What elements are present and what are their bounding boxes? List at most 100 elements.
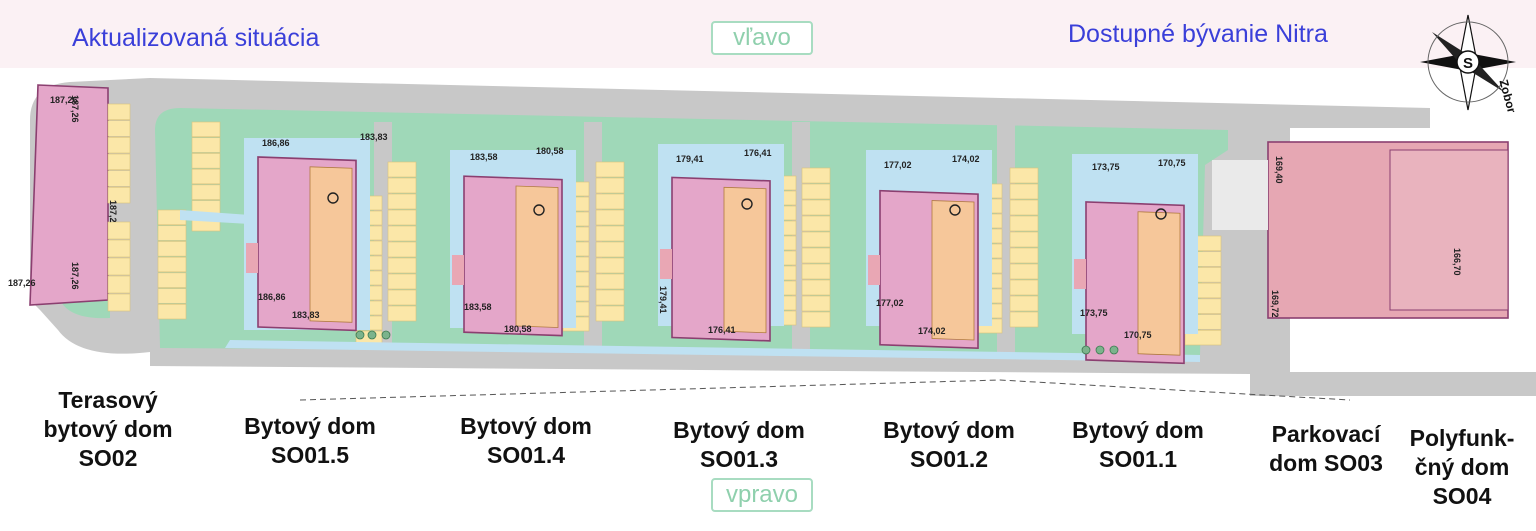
direction-top-badge: vľavo — [711, 21, 813, 55]
building-label-line: SO01.4 — [487, 442, 565, 468]
terrace-building-SO02 — [29, 84, 109, 306]
stair-marker-2 — [949, 204, 961, 216]
parking-stall — [1009, 183, 1039, 200]
parking-stall — [801, 263, 831, 280]
parking-stall — [801, 167, 831, 184]
parking-stall — [1009, 295, 1039, 312]
stair-marker-4 — [533, 204, 545, 216]
tree-4 — [1081, 345, 1091, 355]
parking-stall — [191, 153, 221, 169]
parking-stall — [107, 293, 131, 312]
building-label-line: SO01.3 — [700, 446, 778, 472]
parking-stall — [801, 311, 831, 328]
elevation-label: 183,83 — [292, 310, 320, 320]
path-link — [180, 210, 250, 224]
parking-stall — [387, 241, 417, 258]
building-label-line: SO01.2 — [910, 446, 988, 472]
parking-stall — [1009, 247, 1039, 264]
side-annex-5 — [246, 243, 258, 273]
parking-stall — [595, 289, 625, 306]
parking-stall — [1009, 167, 1039, 184]
elevation-label: 186,86 — [258, 292, 286, 302]
building-label-7: Parkovací dom SO03 — [1258, 420, 1394, 478]
elevation-label: 169,72 — [1270, 290, 1280, 318]
side-annex-4 — [452, 255, 464, 285]
parking-stall — [801, 295, 831, 312]
parking-stall — [595, 225, 625, 242]
parking-stall — [387, 289, 417, 306]
parking-stall — [387, 257, 417, 274]
building-label-line: SO01.5 — [271, 442, 349, 468]
parking-strip-row-1 — [387, 161, 417, 322]
elevation-label: 187,26 — [70, 262, 80, 290]
stair-marker-5 — [327, 192, 339, 204]
elevation-label: 179,41 — [676, 154, 704, 164]
parking-stall — [107, 275, 131, 294]
lawn-corner — [60, 300, 110, 319]
parking-stall — [387, 273, 417, 290]
parking-stall — [801, 199, 831, 216]
elevation-label: 176,41 — [744, 148, 772, 158]
parking-stall — [191, 121, 221, 138]
parking-stall — [1009, 279, 1039, 296]
parking-stall — [387, 305, 417, 322]
tree-5 — [1095, 345, 1105, 355]
parking-stall — [107, 187, 131, 204]
elevation-label: 187,26 — [8, 278, 36, 288]
building-label-line: SO02 — [78, 445, 138, 471]
building-label-line: Parkovací — [1271, 421, 1381, 447]
stair-core-2 — [931, 200, 975, 341]
parking-stall — [595, 161, 625, 178]
parking-stall — [107, 239, 131, 258]
parking-stall — [387, 177, 417, 194]
building-label-line: bytový dom — [43, 416, 173, 442]
parking-stall — [595, 177, 625, 194]
elevation-label: 180,58 — [536, 146, 564, 156]
parking-strip-b — [157, 209, 187, 320]
right-title: Dostupné bývanie Nitra — [1068, 20, 1328, 48]
ramp-hatch — [1212, 160, 1268, 230]
parking-stall — [387, 161, 417, 178]
parking-stall — [1009, 263, 1039, 280]
building-label-line: Bytový dom — [244, 413, 376, 439]
polyfunctional-house-SO04 — [1389, 149, 1509, 311]
parking-stall — [801, 247, 831, 264]
parking-stall — [801, 183, 831, 200]
parking-stall — [1009, 215, 1039, 232]
stair-core-1 — [1137, 211, 1181, 356]
parking-stall — [107, 103, 131, 120]
terrace-stair-lower — [107, 221, 131, 312]
parking-stall — [387, 209, 417, 226]
building-label-line: Bytový dom — [673, 417, 805, 443]
tree-1 — [355, 330, 365, 340]
side-annex-2 — [868, 255, 880, 285]
elevation-label: 169,40 — [1274, 156, 1284, 184]
site-boundary — [299, 379, 1351, 401]
stair-core-5 — [309, 166, 353, 323]
parking-strip-row-3 — [801, 167, 831, 328]
elevation-label: 179,41 — [658, 286, 668, 314]
building-label-line: dom SO03 — [1269, 450, 1383, 476]
elevation-label: 170,75 — [1158, 158, 1186, 168]
elevation-label: 173,75 — [1080, 308, 1108, 318]
parking-stall — [801, 215, 831, 232]
parking-stall — [1009, 311, 1039, 328]
elevation-label: 183,58 — [470, 152, 498, 162]
parking-stall — [107, 153, 131, 170]
parking-stall — [191, 137, 221, 153]
elevation-label: 180,58 — [504, 324, 532, 334]
stair-core-3 — [723, 186, 767, 334]
stair-marker-3 — [741, 198, 753, 210]
parking-stall — [595, 209, 625, 226]
parking-stall — [157, 256, 187, 273]
parking-stall — [387, 225, 417, 242]
side-annex-1 — [1074, 259, 1086, 289]
parking-stall — [157, 272, 187, 288]
building-label-line: SO04 — [1432, 483, 1492, 509]
stair-core-4 — [515, 185, 559, 328]
